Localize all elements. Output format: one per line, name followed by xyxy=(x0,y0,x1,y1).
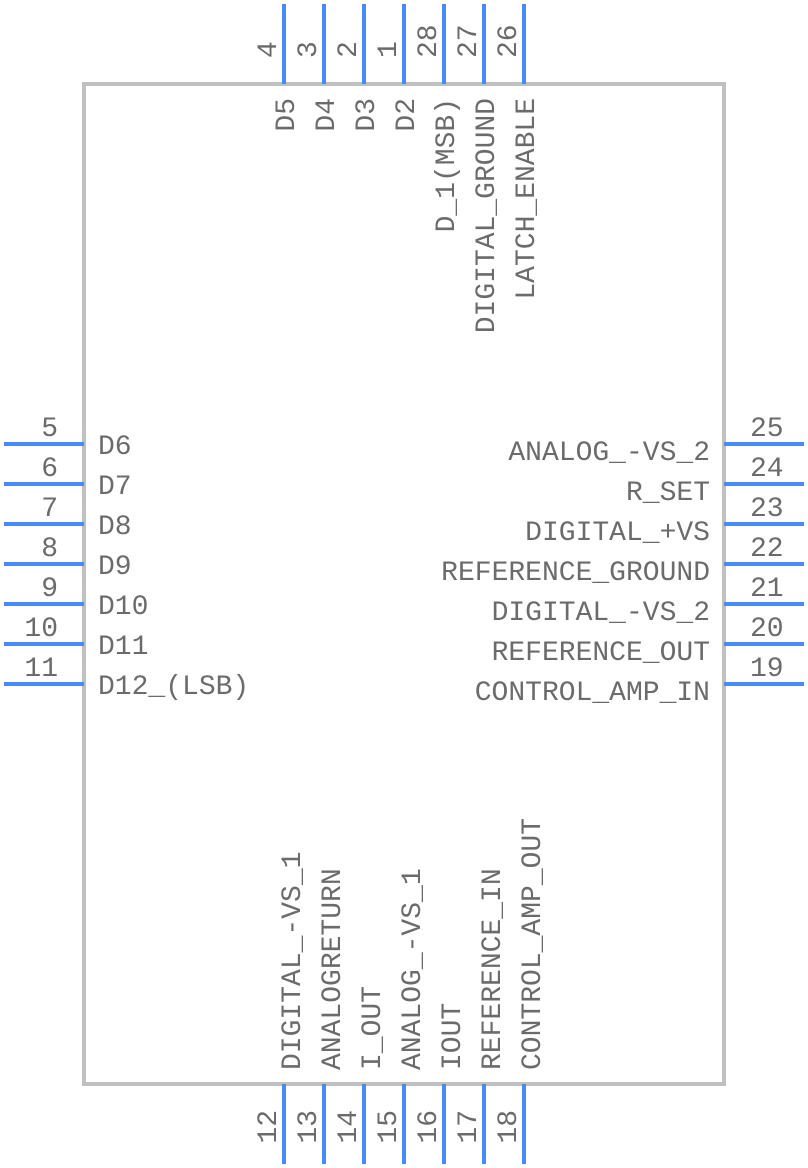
pin-number: 18 xyxy=(494,1110,525,1144)
pin-number: 24 xyxy=(750,454,784,485)
pin-name: REFERENCE_GROUND xyxy=(441,558,710,589)
pin-name: D11 xyxy=(98,632,148,663)
pin-number: 19 xyxy=(750,654,784,685)
pin-number: 26 xyxy=(494,24,525,58)
pin-number: 25 xyxy=(750,414,784,445)
pin-name: R_SET xyxy=(626,478,710,509)
pin-name: LATCH_ENABLE xyxy=(512,98,543,300)
pin-bottom-17: 17 REFERENCE_IN xyxy=(454,868,509,1164)
pin-name: ANALOG_-VS_2 xyxy=(508,438,710,469)
pin-name: DIGITAL_GROUND xyxy=(472,98,503,333)
pin-number: 15 xyxy=(374,1110,405,1144)
pin-number: 23 xyxy=(750,494,784,525)
pin-number: 1 xyxy=(374,41,405,58)
pin-bottom-13: 13 ANALOGRETURN xyxy=(294,868,349,1164)
pin-name: REFERENCE_IN xyxy=(478,868,509,1070)
pin-name: CONTROL_AMP_IN xyxy=(475,678,710,709)
pin-name: D12_(LSB) xyxy=(98,672,249,703)
pin-number: 21 xyxy=(750,574,784,605)
pin-number: 22 xyxy=(750,534,784,565)
pin-top-28: 28D_1(MSB) xyxy=(414,4,463,232)
pin-name: D6 xyxy=(98,432,132,463)
pin-top-4: 4D5 xyxy=(254,4,303,132)
pins-layer: 5D66D77D88D99D1010D1111D12_(LSB)25ANALOG… xyxy=(4,4,804,1164)
pin-name: D9 xyxy=(98,552,132,583)
pin-bottom-12: 12 DIGITAL_-VS_1 xyxy=(254,852,309,1164)
pin-name: D3 xyxy=(352,98,383,132)
pin-name: I_OUT xyxy=(358,986,389,1070)
pin-name: D7 xyxy=(98,472,132,503)
pin-name: D_1(MSB) xyxy=(432,98,463,232)
pin-name: D8 xyxy=(98,512,132,543)
pin-bottom-15: 15 ANALOG_-VS_1 xyxy=(374,868,429,1164)
pin-bottom-14: 14 I_OUT xyxy=(334,986,389,1164)
pin-number: 3 xyxy=(294,41,325,58)
pin-left-8: 8D9 xyxy=(4,534,132,583)
pin-name: D2 xyxy=(392,98,423,132)
pin-number: 20 xyxy=(750,614,784,645)
pin-name: DIGITAL_-VS_2 xyxy=(492,598,710,629)
pin-name: D5 xyxy=(272,98,303,132)
pin-number: 14 xyxy=(334,1110,365,1144)
pin-number: 5 xyxy=(41,414,58,445)
pin-number: 28 xyxy=(414,24,445,58)
pin-name: DIGITAL_-VS_1 xyxy=(278,852,309,1070)
pin-number: 17 xyxy=(454,1110,485,1144)
pin-name: CONTROL_AMP_OUT xyxy=(518,818,549,1070)
pin-name: IOUT xyxy=(438,1003,469,1070)
pin-number: 6 xyxy=(41,454,58,485)
pin-name: ANALOGRETURN xyxy=(318,868,349,1070)
pin-number: 4 xyxy=(254,41,285,58)
pin-number: 10 xyxy=(24,614,58,645)
pin-number: 9 xyxy=(41,574,58,605)
pin-top-3: 3D4 xyxy=(294,4,343,132)
pin-number: 13 xyxy=(294,1110,325,1144)
pin-left-5: 5D6 xyxy=(4,414,132,463)
pin-number: 27 xyxy=(454,24,485,58)
pin-top-2: 2D3 xyxy=(334,4,383,132)
pin-right-24: 24R_SET xyxy=(626,454,804,509)
pin-left-6: 6D7 xyxy=(4,454,132,503)
pin-name: DIGITAL_+VS xyxy=(525,518,710,549)
pin-number: 16 xyxy=(414,1110,445,1144)
pin-left-7: 7D8 xyxy=(4,494,132,543)
pin-top-1: 1D2 xyxy=(374,4,423,132)
pin-name: ANALOG_-VS_1 xyxy=(398,868,429,1070)
pin-name: D4 xyxy=(312,98,343,132)
pin-number: 11 xyxy=(24,654,58,685)
pin-number: 2 xyxy=(334,41,365,58)
pin-bottom-18: 18 CONTROL_AMP_OUT xyxy=(494,818,549,1164)
pin-name: REFERENCE_OUT xyxy=(492,638,710,669)
pin-number: 12 xyxy=(254,1110,285,1144)
pin-bottom-16: 16 IOUT xyxy=(414,1003,469,1164)
pin-name: D10 xyxy=(98,592,148,623)
pin-number: 7 xyxy=(41,494,58,525)
pin-number: 8 xyxy=(41,534,58,565)
